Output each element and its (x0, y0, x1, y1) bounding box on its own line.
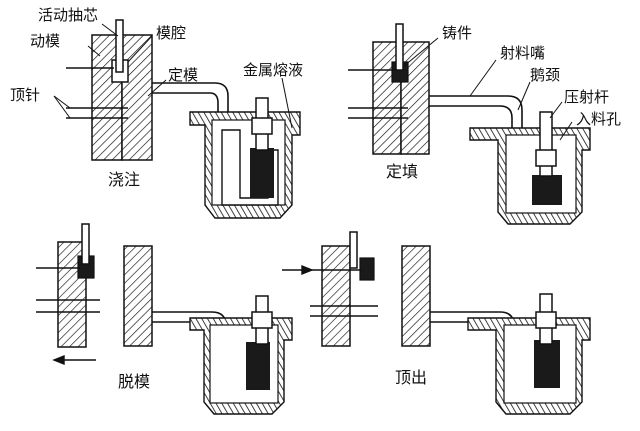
ejector-pins (36, 267, 100, 313)
casting (359, 257, 375, 281)
ejector-pins (348, 69, 408, 119)
label-nozzle: 射料嘴 (500, 44, 546, 62)
movable-core (395, 23, 404, 71)
label-molten-metal: 金属熔液 (243, 61, 304, 79)
caption-demolding: 脱模 (118, 372, 151, 391)
direction-arrow (282, 264, 314, 276)
fixed-die (400, 41, 430, 155)
fixed-die (401, 245, 431, 347)
leader-lines (53, 23, 293, 129)
moving-die (321, 245, 351, 347)
panel-ejection (282, 231, 591, 415)
molten-metal (532, 175, 562, 205)
ejector-pins (310, 269, 378, 317)
label-casting: 铸件 (442, 24, 473, 42)
caption-pouring: 浇注 (108, 170, 141, 189)
label-ejector-pin: 顶针 (10, 86, 41, 104)
panel-pouring (53, 19, 301, 219)
fixed-die (123, 245, 153, 347)
molten-metal (246, 342, 270, 390)
plunger (535, 293, 557, 345)
moving-die (372, 41, 402, 155)
direction-arrow (52, 354, 96, 366)
label-movable-core: 活动抽芯 (38, 6, 99, 24)
movable-core (349, 231, 358, 269)
plunger (251, 97, 273, 151)
crucible (469, 127, 591, 225)
crucible (467, 317, 591, 415)
plunger (251, 295, 273, 345)
crucible (189, 111, 301, 219)
molten-metal (250, 148, 274, 198)
label-fixed-die: 定模 (168, 66, 199, 84)
caption-ejection: 顶出 (395, 368, 428, 387)
label-gooseneck: 鹅颈 (530, 66, 561, 84)
ejector-pins (66, 67, 128, 119)
movable-core (81, 223, 90, 265)
caption-filling: 定填 (386, 162, 419, 181)
leader-lines (403, 37, 573, 141)
plunger (535, 111, 557, 177)
molten-metal (534, 340, 560, 388)
fixed-die (121, 34, 153, 161)
label-die-cavity: 模腔 (156, 24, 187, 42)
panel-demolding (36, 223, 293, 415)
crucible (189, 317, 293, 415)
label-inlet-hole: 入料孔 (576, 110, 622, 128)
panel-filling (348, 23, 591, 225)
label-plunger: 压射杆 (564, 88, 610, 106)
label-moving-die: 动模 (30, 32, 61, 50)
movable-core (115, 19, 124, 73)
